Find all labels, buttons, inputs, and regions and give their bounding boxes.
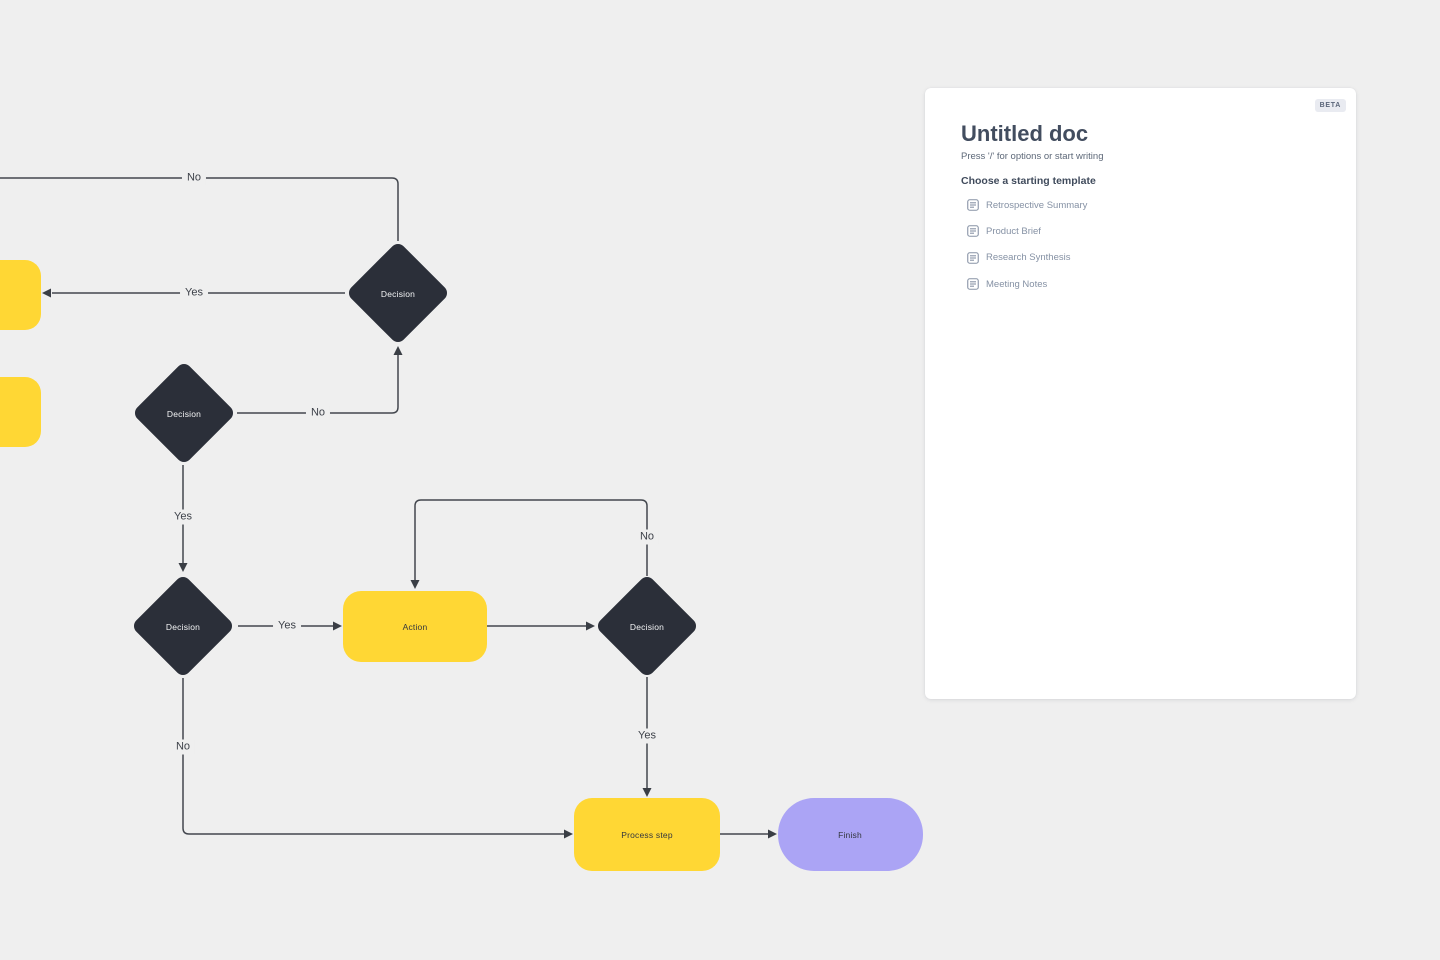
beta-badge: BETA	[1314, 99, 1346, 112]
edge-label-top-no[interactable]: No	[181, 170, 207, 186]
template-item-retrospective-summary[interactable]: Retrospective Summary	[967, 192, 1307, 218]
edge-label-d2-yes[interactable]: Yes	[169, 509, 197, 525]
edge-label-d4-yes[interactable]: Yes	[633, 728, 661, 744]
edge-d4-loop-no[interactable]	[414, 499, 648, 581]
template-item-label: Retrospective Summary	[986, 199, 1088, 211]
doc-title[interactable]: Untitled doc	[961, 121, 1089, 146]
arrowhead-into-card1	[42, 288, 51, 298]
arrowhead-into-action-left	[333, 621, 342, 631]
arrowhead-into-d1	[393, 346, 403, 355]
edge-label-left-yes[interactable]: Yes	[180, 285, 208, 301]
arrowhead-into-process-left	[564, 829, 573, 839]
decision-node-mid[interactable]	[130, 573, 236, 679]
arrowhead-into-d3	[178, 563, 188, 572]
doc-editor-placeholder[interactable]: Press '/' for options or start writing	[961, 151, 1104, 162]
edge-label-d3-yes[interactable]: Yes	[273, 618, 301, 634]
arrowhead-into-action-top	[410, 580, 420, 589]
edge-d2-to-d1-no[interactable]	[237, 354, 399, 414]
edge-label-loop-no[interactable]: No	[634, 529, 660, 545]
arrowhead-into-d4	[586, 621, 595, 631]
document-icon	[967, 251, 979, 264]
edge-label-d3-no[interactable]: No	[170, 739, 196, 755]
template-item-meeting-notes[interactable]: Meeting Notes	[967, 271, 1307, 297]
finish-node[interactable]	[778, 798, 923, 871]
template-item-product-brief[interactable]: Product Brief	[967, 218, 1307, 244]
edge-label-d2-no[interactable]: No	[305, 405, 331, 421]
template-item-label: Product Brief	[986, 225, 1041, 237]
decision-node-right[interactable]	[594, 573, 700, 679]
decision-node-left[interactable]	[131, 360, 237, 466]
process-step-node[interactable]	[574, 798, 720, 871]
document-icon	[967, 199, 979, 211]
document-icon	[967, 225, 979, 238]
edge-d1-top-no[interactable]	[0, 177, 399, 241]
template-item-research-synthesis[interactable]: Research Synthesis	[967, 245, 1307, 271]
edge-d3-to-process-no[interactable]	[182, 678, 565, 835]
offscreen-card-bottom[interactable]	[0, 377, 41, 447]
templates-heading: Choose a starting template	[961, 175, 1096, 187]
arrowhead-into-process-top	[642, 788, 652, 797]
template-item-label: Meeting Notes	[986, 278, 1048, 290]
template-item-label: Research Synthesis	[986, 252, 1071, 264]
template-list: Retrospective Summary Product Brief	[967, 192, 1307, 297]
decision-node-top[interactable]	[345, 240, 451, 346]
doc-panel: BETA Untitled doc Press '/' for options …	[925, 88, 1356, 699]
document-icon	[967, 278, 979, 290]
offscreen-card-top[interactable]	[0, 260, 41, 330]
action-node[interactable]	[343, 591, 487, 662]
